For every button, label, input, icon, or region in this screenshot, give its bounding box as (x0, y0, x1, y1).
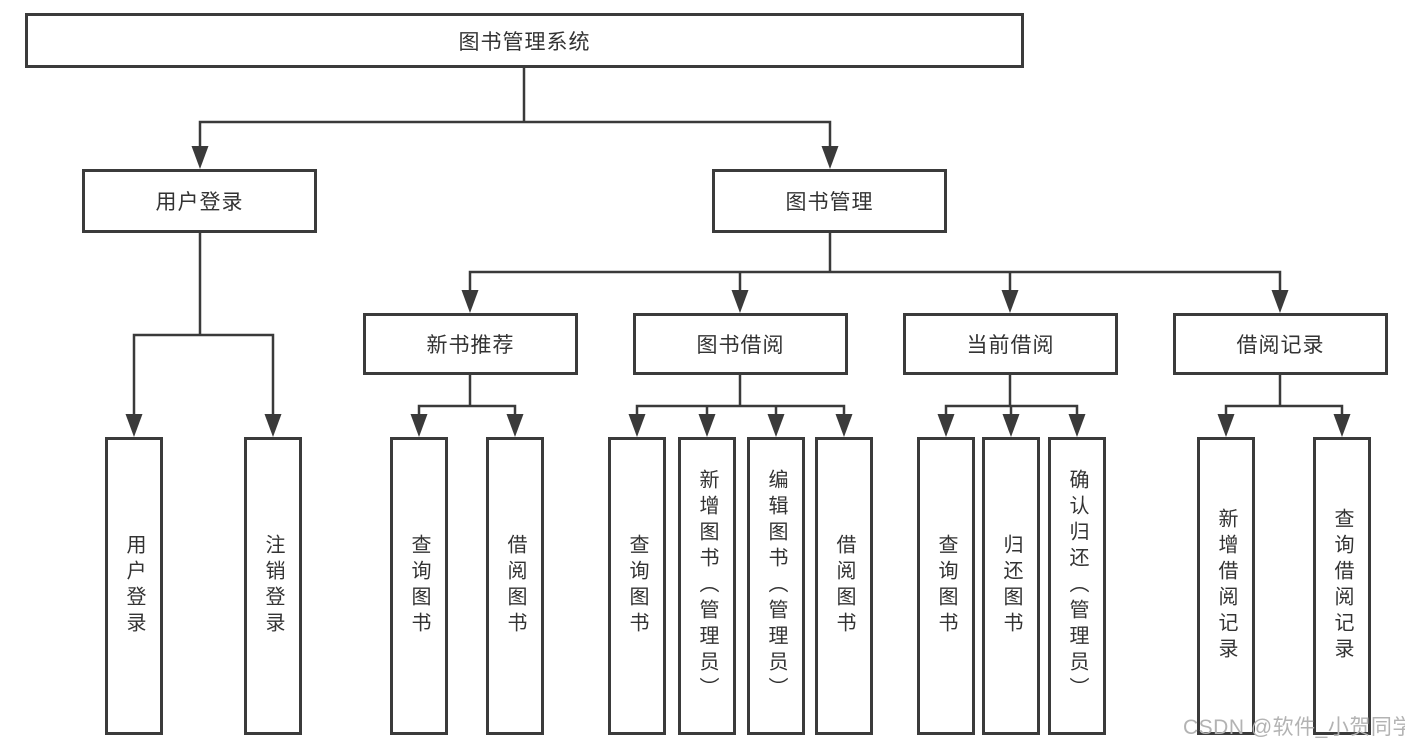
node-current-borrow-label: 当前借阅 (966, 334, 1055, 357)
node-user-login: 用户登录 (82, 169, 317, 233)
leaf-borrow-book-label: 借阅图书 (833, 534, 855, 638)
leaf-borrow-add-admin: 新增图书（管理员） (678, 437, 736, 735)
leaf-newbooks-query-label: 查询图书 (408, 534, 430, 638)
connector-new-books-to-leaves (410, 375, 524, 437)
node-book-borrow-label: 图书借阅 (696, 334, 785, 357)
leaf-records-add: 新增借阅记录 (1197, 437, 1255, 735)
leaf-records-add-label: 新增借阅记录 (1215, 508, 1237, 664)
node-book-borrow: 图书借阅 (633, 313, 848, 375)
connector-user-login-to-leaves (125, 233, 282, 437)
leaf-user-login-label: 用户登录 (123, 534, 145, 638)
leaf-logout-label: 注销登录 (262, 534, 284, 638)
node-current-borrow: 当前借阅 (903, 313, 1118, 375)
leaf-current-query-label: 查询图书 (935, 534, 957, 638)
node-borrow-records-label: 借阅记录 (1236, 334, 1325, 357)
node-borrow-records: 借阅记录 (1173, 313, 1388, 375)
leaf-borrow-add-admin-label: 新增图书（管理员） (696, 469, 718, 703)
leaf-newbooks-borrow: 借阅图书 (486, 437, 544, 735)
leaf-current-return-label: 归还图书 (1000, 534, 1022, 638)
connector-book-borrow-to-leaves (628, 375, 853, 437)
leaf-user-login: 用户登录 (105, 437, 163, 735)
node-user-login-label: 用户登录 (155, 191, 244, 214)
leaf-borrow-edit-admin-label: 编辑图书（管理员） (765, 469, 787, 703)
connector-book-mgmt-to-level2 (461, 233, 1289, 313)
node-book-mgmt: 图书管理 (712, 169, 947, 233)
leaf-current-return: 归还图书 (982, 437, 1040, 735)
leaf-current-confirm-admin: 确认归还（管理员） (1048, 437, 1106, 735)
leaf-borrow-query-label: 查询图书 (626, 534, 648, 638)
leaf-borrow-edit-admin: 编辑图书（管理员） (747, 437, 805, 735)
leaf-current-confirm-admin-label: 确认归还（管理员） (1066, 469, 1088, 703)
leaf-borrow-book: 借阅图书 (815, 437, 873, 735)
node-book-mgmt-label: 图书管理 (785, 191, 874, 214)
connector-current-borrow-to-leaves (937, 375, 1086, 437)
connector-root-to-level1 (191, 68, 839, 169)
leaf-records-query-label: 查询借阅记录 (1331, 508, 1353, 664)
leaf-records-query: 查询借阅记录 (1313, 437, 1371, 735)
leaf-current-query: 查询图书 (917, 437, 975, 735)
connector-borrow-records-to-leaves (1217, 375, 1351, 437)
leaf-newbooks-borrow-label: 借阅图书 (504, 534, 526, 638)
leaf-logout: 注销登录 (244, 437, 302, 735)
node-root-label: 图书管理系统 (458, 30, 591, 54)
node-root: 图书管理系统 (25, 13, 1024, 68)
leaf-borrow-query: 查询图书 (608, 437, 666, 735)
csdn-watermark: CSDN @软件_小贺同学 (1183, 716, 1405, 739)
node-new-books: 新书推荐 (363, 313, 578, 375)
leaf-newbooks-query: 查询图书 (390, 437, 448, 735)
node-new-books-label: 新书推荐 (426, 334, 515, 357)
